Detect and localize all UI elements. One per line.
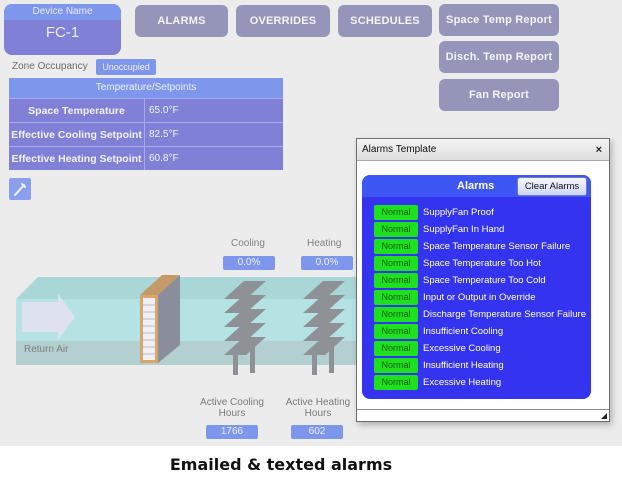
return-air-arrow-icon xyxy=(22,294,75,340)
filter-side xyxy=(158,275,180,363)
wrench-icon xyxy=(14,183,26,196)
heating-label: Heating xyxy=(307,238,342,249)
setpoint-label: Effective Cooling Setpoint xyxy=(9,123,145,146)
overrides-button[interactable]: OVERRIDES xyxy=(236,5,330,37)
status-badge: Normal xyxy=(374,358,418,373)
active-heating-hours-label: Active Heating Hours xyxy=(282,397,354,419)
device-name-value: FC-1 xyxy=(45,24,80,41)
alarm-row: Normal SupplyFan In Hand xyxy=(374,222,504,237)
cooling-percent: 0.0% xyxy=(223,256,275,270)
alarms-button[interactable]: ALARMS xyxy=(135,5,228,37)
cooling-coil-icon xyxy=(224,281,266,375)
dialog-footer xyxy=(357,409,609,421)
edit-button[interactable] xyxy=(9,178,31,200)
clear-alarms-button[interactable]: Clear Alarms xyxy=(517,177,587,196)
alarm-name: Excessive Heating xyxy=(423,377,502,388)
status-badge: Normal xyxy=(374,239,418,254)
alarm-row: Normal Excessive Heating xyxy=(374,375,501,390)
setpoint-value: 82.5°F xyxy=(149,129,179,140)
table-row: Effective Cooling Setpoint 82.5°F xyxy=(9,122,283,146)
active-cooling-hours-label-line1: Active Cooling xyxy=(200,397,264,408)
device-name-card: Device Name FC-1 xyxy=(4,4,121,55)
active-cooling-hours-value: 1766 xyxy=(206,425,258,439)
alarm-name: Discharge Temperature Sensor Failure xyxy=(423,309,586,320)
alarm-row: Normal Excessive Cooling xyxy=(374,341,501,356)
fan-report-button[interactable]: Fan Report xyxy=(439,79,559,111)
alarm-name: Space Temperature Sensor Failure xyxy=(423,241,571,252)
active-heating-hours-value: 602 xyxy=(291,425,343,439)
hvac-app: Device Name FC-1 ALARMS OVERRIDES SCHEDU… xyxy=(0,0,622,446)
alarm-name: SupplyFan In Hand xyxy=(423,224,505,235)
table-row: Effective Heating Setpoint 60.8°F xyxy=(9,146,283,170)
alarm-name: Excessive Cooling xyxy=(423,343,501,354)
alarm-name: Space Temperature Too Hot xyxy=(423,258,541,269)
schedules-button[interactable]: SCHEDULES xyxy=(338,5,432,37)
setpoints-title: Temperature/Setpoints xyxy=(9,78,283,98)
alarms-panel-header: Alarms Clear Alarms xyxy=(362,175,591,197)
alarm-name: Insufficient Heating xyxy=(423,360,504,371)
status-badge: Normal xyxy=(374,290,418,305)
active-heating-hours-label-line1: Active Heating xyxy=(285,397,351,408)
dialog-titlebar[interactable]: Alarms Template × xyxy=(357,139,609,161)
alarm-row: Normal SupplyFan Proof xyxy=(374,205,494,220)
disch-temp-report-button[interactable]: Disch. Temp Report xyxy=(439,41,559,73)
active-heating-hours-label-line2: Hours xyxy=(304,408,332,419)
cooling-label: Cooling xyxy=(231,238,265,249)
duct-top-wall xyxy=(16,277,356,299)
setpoints-table: Temperature/Setpoints Space Temperature … xyxy=(9,78,283,170)
zone-occupancy-label: Zone Occupancy xyxy=(12,61,88,72)
filter-top xyxy=(140,275,180,295)
status-badge: Normal xyxy=(374,205,418,220)
active-cooling-hours-label: Active Cooling Hours xyxy=(196,397,268,419)
alarm-row: Normal Space Temperature Sensor Failure xyxy=(374,239,570,254)
return-air-label: Return Air xyxy=(24,344,69,355)
zone-occupancy-value: Unoccupied xyxy=(96,59,156,75)
heating-coil-icon xyxy=(303,281,345,375)
resize-grip-icon[interactable] xyxy=(601,413,607,419)
alarm-row: Normal Insufficient Cooling xyxy=(374,324,503,339)
setpoint-label: Effective Heating Setpoint xyxy=(9,147,145,170)
filter-media xyxy=(143,298,155,360)
alarms-template-dialog: Alarms Template × Alarms Clear Alarms No… xyxy=(356,138,610,422)
alarm-row: Normal Discharge Temperature Sensor Failu… xyxy=(374,307,586,322)
alarms-panel-title: Alarms xyxy=(457,180,495,192)
heating-percent: 0.0% xyxy=(301,256,353,270)
status-badge: Normal xyxy=(374,256,418,271)
close-icon[interactable]: × xyxy=(595,144,602,156)
status-badge: Normal xyxy=(374,324,418,339)
alarm-row: Normal Space Temperature Too Cold xyxy=(374,273,546,288)
alarm-name: Input or Output in Override xyxy=(423,292,536,303)
setpoint-label: Space Temperature xyxy=(9,99,145,122)
table-row: Space Temperature 65.0°F xyxy=(9,98,283,122)
space-temp-report-button[interactable]: Space Temp Report xyxy=(439,4,559,36)
active-cooling-hours-label-line2: Hours xyxy=(218,408,246,419)
alarm-name: SupplyFan Proof xyxy=(423,207,494,218)
air-handler-diagram xyxy=(16,275,356,375)
status-badge: Normal xyxy=(374,222,418,237)
setpoint-value: 65.0°F xyxy=(149,105,179,116)
status-badge: Normal xyxy=(374,341,418,356)
alarm-row: Normal Space Temperature Too Hot xyxy=(374,256,541,271)
alarm-name: Insufficient Cooling xyxy=(423,326,504,337)
status-badge: Normal xyxy=(374,375,418,390)
device-name-label: Device Name xyxy=(4,4,121,20)
alarms-panel: Alarms Clear Alarms Normal SupplyFan Proo… xyxy=(362,175,591,399)
status-badge: Normal xyxy=(374,273,418,288)
duct-bottom-wall xyxy=(16,341,356,365)
status-badge: Normal xyxy=(374,307,418,322)
setpoint-value: 60.8°F xyxy=(149,153,179,164)
alarm-name: Space Temperature Too Cold xyxy=(423,275,546,286)
dialog-title: Alarms Template xyxy=(362,144,437,155)
caption: Emailed & texted alarms xyxy=(169,455,393,474)
alarm-row: Normal Insufficient Heating xyxy=(374,358,504,373)
alarm-row: Normal Input or Output in Override xyxy=(374,290,535,305)
